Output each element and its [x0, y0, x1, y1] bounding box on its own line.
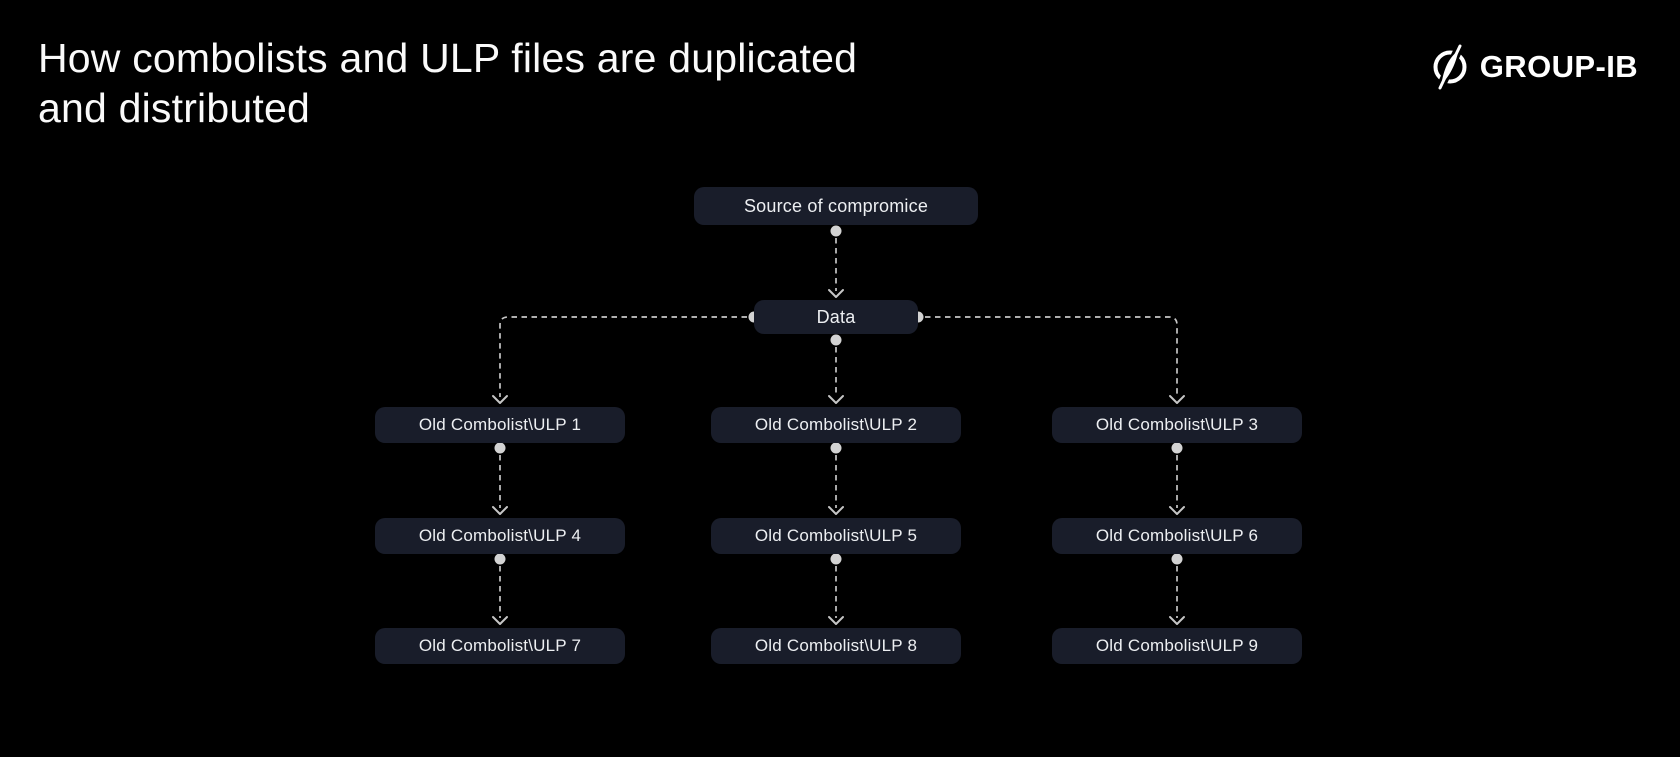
dashed-line [499, 316, 747, 397]
connection-dot [1171, 553, 1183, 565]
connection-dot [830, 334, 842, 346]
node-data: Data [754, 300, 918, 334]
connector-source-to-data [828, 225, 844, 298]
page-title: How combolists and ULP files are duplica… [38, 33, 857, 133]
connection-dot [830, 225, 842, 237]
node-old-combolist-ulp-4: Old Combolist\ULP 4 [375, 518, 625, 554]
page-title-line-1: How combolists and ULP files are duplica… [38, 35, 858, 81]
arrowhead-down-icon [828, 616, 844, 625]
arrowhead-down-icon [828, 395, 844, 404]
connector-ulp4-to-ulp7 [492, 553, 508, 625]
arrowhead-down-icon [1169, 395, 1185, 404]
dashed-line [925, 316, 1178, 397]
connector-ulp5-to-ulp8 [828, 553, 844, 625]
arrowhead-down-icon [828, 506, 844, 515]
connector-data-to-ulp1 [492, 311, 760, 404]
connector-ulp2-to-ulp5 [828, 442, 844, 515]
connection-dot [1171, 442, 1183, 454]
node-old-combolist-ulp-9: Old Combolist\ULP 9 [1052, 628, 1302, 664]
arrowhead-down-icon [1169, 506, 1185, 515]
connector-data-to-ulp3 [912, 311, 1185, 404]
node-old-combolist-ulp-7: Old Combolist\ULP 7 [375, 628, 625, 664]
arrowhead-down-icon [1169, 616, 1185, 625]
node-old-combolist-ulp-1: Old Combolist\ULP 1 [375, 407, 625, 443]
connection-dot [494, 553, 506, 565]
node-old-combolist-ulp-2: Old Combolist\ULP 2 [711, 407, 961, 443]
arrowhead-down-icon [828, 289, 844, 298]
arrowhead-down-icon [492, 616, 508, 625]
connection-dot [830, 442, 842, 454]
page-title-line-2: and distributed [38, 85, 310, 131]
group-ib-logo-icon [1433, 44, 1467, 90]
node-old-combolist-ulp-6: Old Combolist\ULP 6 [1052, 518, 1302, 554]
arrowhead-down-icon [492, 506, 508, 515]
node-old-combolist-ulp-8: Old Combolist\ULP 8 [711, 628, 961, 664]
node-old-combolist-ulp-5: Old Combolist\ULP 5 [711, 518, 961, 554]
connector-ulp3-to-ulp6 [1169, 442, 1185, 515]
node-source-of-compromise: Source of compromice [694, 187, 978, 225]
node-old-combolist-ulp-3: Old Combolist\ULP 3 [1052, 407, 1302, 443]
arrowhead-down-icon [492, 395, 508, 404]
group-ib-logo-text: GROUP-IB [1479, 49, 1638, 84]
connector-ulp1-to-ulp4 [492, 442, 508, 515]
connector-data-to-ulp2 [828, 334, 844, 404]
connection-dot [830, 553, 842, 565]
group-ib-logo: GROUP-IB [1431, 44, 1638, 90]
connection-dot [494, 442, 506, 454]
connector-ulp6-to-ulp9 [1169, 553, 1185, 625]
